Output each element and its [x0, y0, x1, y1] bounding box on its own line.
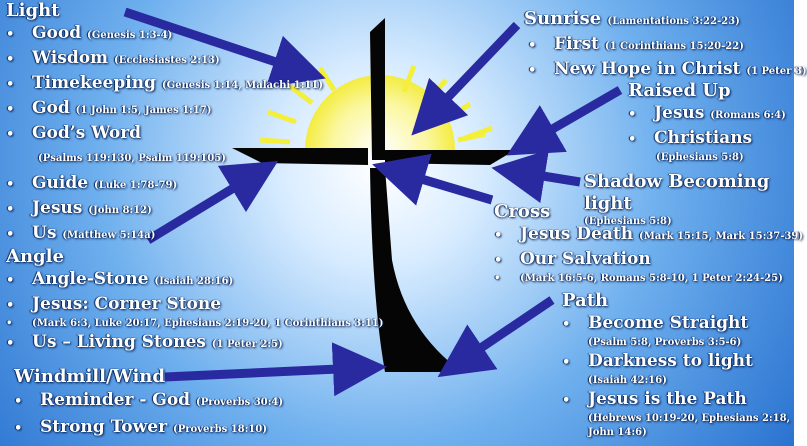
cross-section: Cross •Jesus Death (Mark 15:15, Mark 15:… — [494, 201, 803, 286]
arrow-cross — [372, 153, 494, 206]
path-ref: (Psalm 5:8, Proverbs 3:5-6) — [588, 337, 742, 348]
path-title: Path — [562, 290, 609, 311]
windmill-section: Windmill/Wind •Reminder - God (Proverbs … — [14, 366, 283, 442]
list-item: •Reminder - God (Proverbs 30:4) — [14, 390, 283, 410]
list-item: •New Hope in Christ (1 Peter 3) — [528, 59, 807, 79]
path-section: Path •Become Straight (Psalm 5:8, Prover… — [562, 290, 790, 440]
list-item: •God’s Word — [6, 123, 142, 143]
christians-ref: (Ephesians 5:8) — [656, 152, 744, 163]
list-item: •Christians — [628, 128, 753, 148]
salvation-ref: •(Mark 16:5-6, Romans 5:8-10, 1 Peter 2:… — [494, 273, 783, 284]
gods-word-ref: (Psalms 119:130, Psalm 119:105) — [38, 153, 226, 164]
light-title: Light — [6, 0, 60, 21]
list-item: •Become Straight — [562, 313, 749, 333]
shadow-ref: (Ephesians 5:8) — [584, 216, 672, 227]
list-item: •Jesus is the Path — [562, 389, 747, 409]
raised-title: Raised Up — [628, 80, 731, 101]
list-item: •God (1 John 1:5, James 1:17) — [6, 98, 212, 118]
arrow-path — [437, 296, 555, 378]
list-item: •Us – Living Stones (1 Peter 2:5) — [6, 332, 283, 352]
list-item: •Jesus: Corner Stone — [6, 294, 222, 314]
light-section: Light •Good (Genesis 1:3-4) •Wisdom (Ecc… — [6, 0, 323, 247]
angle-section: Angle •Angle-Stone (Isaiah 28:16) •Jesus… — [6, 246, 383, 356]
arrow-shadow — [491, 149, 581, 203]
shadow-title: Shadow Becoming light — [584, 171, 770, 214]
arrow-raised — [506, 86, 623, 156]
list-item: •Jesus Death (Mark 15:15, Mark 15:37-39) — [494, 224, 803, 244]
arrow-angle — [145, 160, 279, 244]
list-item: •Good (Genesis 1:3-4) — [6, 23, 173, 43]
arrow-light — [123, 7, 326, 88]
list-item: •Angle-Stone (Isaiah 28:16) — [6, 269, 234, 289]
raised-section: Raised Up •Jesus (Romans 6:4) •Christian… — [628, 80, 786, 165]
list-item: •Timekeeping (Genesis 1:14, Malachi 1:11… — [6, 73, 323, 93]
corner-ref: •(Mark 6:3, Luke 20:17, Ephesians 2:19-2… — [6, 318, 384, 329]
list-item: •Jesus (Romans 6:4) — [628, 103, 786, 123]
list-item: •Guide (Luke 1:78-79) — [6, 173, 178, 193]
list-item: •Strong Tower (Proverbs 18:10) — [14, 417, 267, 437]
list-item: •Darkness to light — [562, 351, 753, 371]
shadow-section: Shadow Becoming light (Ephesians 5:8) — [584, 171, 794, 229]
path-ref: John 14:6) — [588, 427, 647, 438]
sunrise-title: Sunrise (Lamentations 3:22-23) — [524, 8, 740, 29]
arrow-sunrise — [411, 21, 521, 136]
list-item: •Us (Matthew 5:14a) — [6, 223, 156, 243]
arrow-windmill — [164, 342, 387, 397]
windmill-title: Windmill/Wind — [14, 366, 165, 387]
path-ref: (Isaiah 42:16) — [588, 375, 667, 386]
list-item: •Our Salvation — [494, 249, 651, 269]
path-ref: (Hebrews 10:19-20, Ephesians 2:18, — [588, 413, 791, 424]
list-item: •First (1 Corinthians 15:20-22) — [528, 34, 744, 54]
cross-title: Cross — [494, 201, 551, 222]
angle-title: Angle — [6, 246, 64, 267]
sunrise-section: Sunrise (Lamentations 3:22-23) •First (1… — [524, 8, 807, 83]
list-item: •Wisdom (Ecclesiastes 2:13) — [6, 48, 220, 68]
list-item: •Jesus (John 8:12) — [6, 198, 152, 218]
